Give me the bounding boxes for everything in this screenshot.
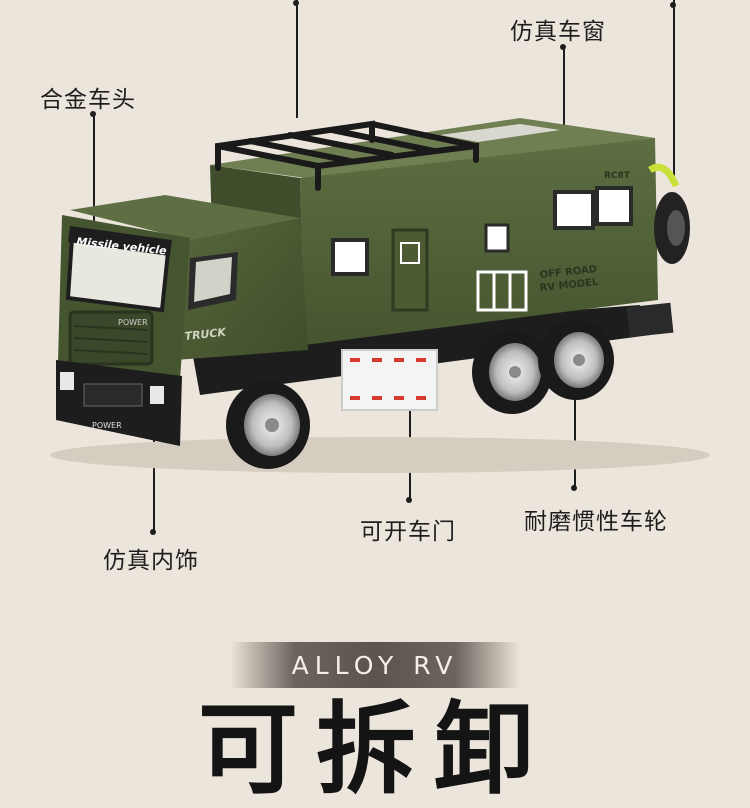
rear-wheel-1	[472, 330, 552, 414]
leader-dot	[293, 0, 299, 6]
roof-rack	[215, 120, 479, 191]
box-window-3	[553, 190, 595, 230]
callout-wheels-label: 耐磨惯性车轮	[524, 509, 668, 535]
grille-lines	[73, 325, 149, 355]
banner-text: ALLOY RV	[291, 650, 459, 680]
box-text-small: RC8T	[604, 171, 631, 181]
leader-dot	[670, 2, 676, 8]
headline-title: 可拆卸	[198, 691, 552, 808]
box-window-2	[484, 223, 510, 253]
headlight-right	[150, 386, 164, 404]
leader-dot	[406, 497, 412, 503]
truck-illustration: OFF ROAD RV MODEL RC8T Missile vehicle	[50, 118, 710, 473]
box-window-grid	[476, 270, 528, 312]
barrier-stripes	[350, 358, 426, 400]
leader-wheels	[574, 360, 576, 488]
bumper-plate	[83, 383, 143, 407]
front-wheel	[226, 381, 310, 469]
spare-tire-strap	[648, 163, 680, 188]
callout-interior-label: 仿真内饰	[103, 548, 199, 574]
box-window-4	[595, 186, 633, 226]
cab-roof	[70, 195, 300, 240]
alloy-rv-banner: ALLOY RV	[230, 642, 520, 688]
side-text: TRUCK	[184, 326, 228, 343]
rv-box-side	[300, 138, 658, 345]
grille-text: POWER	[118, 318, 148, 327]
cab-side-window-glass	[194, 257, 232, 302]
leader-dot	[150, 529, 156, 535]
callout-window-label: 仿真车窗	[510, 19, 606, 45]
box-window-1	[331, 238, 369, 276]
leader-dot	[571, 485, 577, 491]
roof-vent	[440, 124, 560, 142]
door-window	[400, 242, 420, 264]
windshield-banner	[68, 226, 172, 256]
leader-window	[563, 46, 565, 196]
leader-top-right	[673, 0, 675, 180]
callout-head-label: 合金车头	[40, 87, 136, 113]
callout-door-label: 可开车门	[360, 519, 456, 545]
rear-hitch	[626, 302, 674, 338]
leader-dot	[90, 111, 96, 117]
leader-dot	[560, 44, 566, 50]
product-callout-stage: 仿真车窗 合金车头 可开车门 耐磨惯性车轮 仿真内饰	[40, 0, 710, 800]
ground-shadow	[50, 437, 710, 473]
leader-top-left	[296, 0, 298, 118]
bumper-text: POWER	[92, 421, 122, 430]
headlight-left	[60, 372, 74, 390]
rear-wheel-2	[538, 320, 614, 400]
spare-tire-hub	[667, 210, 685, 246]
